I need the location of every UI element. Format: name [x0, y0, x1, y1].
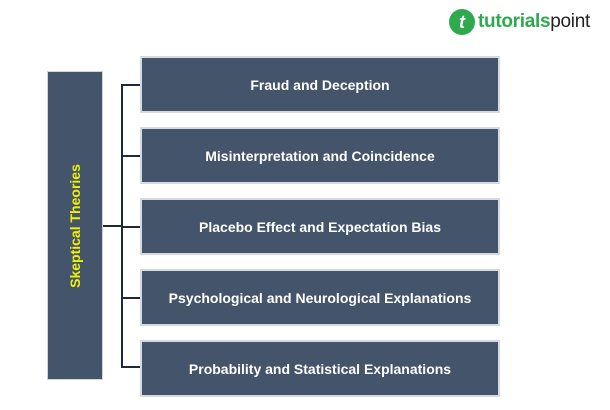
logo-text-b: point — [550, 11, 590, 32]
connector-branch — [121, 297, 141, 299]
theory-node: Fraud and Deception — [140, 56, 500, 113]
logo-text-a: tutorials — [478, 11, 551, 32]
connector-branch — [121, 84, 141, 86]
connector-branch — [121, 366, 141, 368]
theory-label: Fraud and Deception — [250, 76, 390, 93]
theory-node: Placebo Effect and Expectation Bias — [140, 198, 500, 255]
logo-icon: t — [449, 9, 475, 35]
connector-branch — [121, 226, 141, 228]
connector-branch — [121, 155, 141, 157]
theory-label: Misinterpretation and Coincidence — [205, 147, 435, 164]
root-node: Skeptical Theories — [47, 71, 103, 380]
theory-label: Psychological and Neurological Explanati… — [168, 289, 472, 306]
theory-node: Psychological and Neurological Explanati… — [140, 269, 500, 326]
theory-node: Probability and Statistical Explanations — [140, 340, 500, 397]
theory-label: Probability and Statistical Explanations — [188, 360, 452, 377]
theory-label: Placebo Effect and Expectation Bias — [199, 218, 441, 235]
theory-node: Misinterpretation and Coincidence — [140, 127, 500, 184]
connector-root — [103, 225, 123, 227]
root-label: Skeptical Theories — [67, 163, 83, 288]
